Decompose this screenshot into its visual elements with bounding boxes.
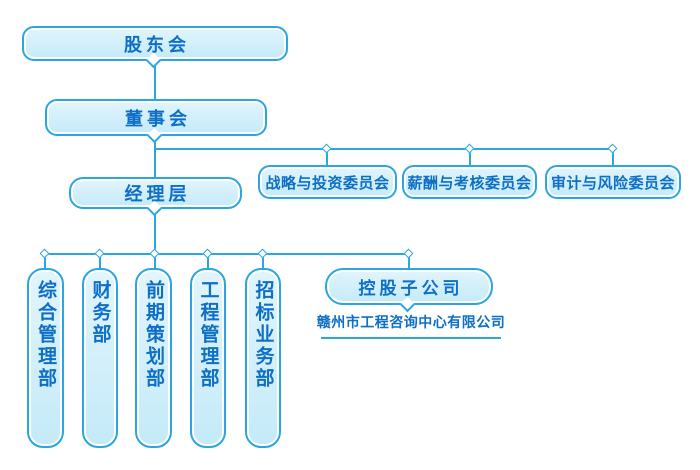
junction-dot [464, 143, 475, 154]
node-board: 董事会 [45, 99, 267, 144]
node-management: 经理层 [69, 177, 242, 217]
subsidiary-label: 控股子公司 [358, 279, 464, 298]
subsidiary-company-name: 赣州市工程咨询中心有限公司 [316, 314, 506, 330]
node-committee-strategy-investment: 战略与投资委员会 [258, 165, 397, 199]
junction-dot [202, 248, 213, 259]
connector-board-management [154, 136, 156, 177]
junction-dot [149, 248, 160, 259]
node-committee-audit-risk: 审计与风险委员会 [545, 165, 681, 199]
node-dept-finance: 财务部 [82, 268, 118, 448]
tail-notch [399, 296, 416, 313]
junction-dot [94, 248, 105, 259]
subsidiary-underline [321, 337, 501, 339]
connector-department-bus [45, 253, 410, 255]
node-dept-bidding-business: 招标业务部 [245, 268, 281, 448]
connector-root-board [154, 61, 156, 99]
node-board-label: 董事会 [125, 108, 191, 129]
node-dept-general-management: 综合管理部 [27, 268, 64, 448]
node-shareholders: 股东会 [22, 26, 288, 69]
committee-label: 薪酬与考核委员会 [407, 174, 532, 192]
connector-dept-4-drop [207, 253, 209, 268]
connector-committee-1-drop [326, 148, 328, 165]
connector-committee-2-drop [469, 148, 471, 165]
dept-label: 综合管理部 [35, 280, 56, 390]
connector-subsidiary-drop [408, 253, 410, 268]
connector-management-departments [154, 208, 156, 268]
node-holding-subsidiaries: 控股子公司 [325, 268, 493, 313]
committee-label: 审计与风险委员会 [550, 174, 675, 192]
dept-label: 前期策划部 [143, 280, 164, 390]
node-shareholders-label: 股东会 [124, 34, 190, 55]
node-committee-compensation-assessment: 薪酬与考核委员会 [402, 165, 537, 199]
junction-dot [607, 143, 618, 154]
connector-dept-2-drop [99, 253, 101, 268]
junction-dot [39, 248, 50, 259]
dept-label: 招标业务部 [252, 280, 274, 390]
committee-label: 战略与投资委员会 [265, 174, 390, 192]
junction-dot [403, 248, 414, 259]
junction-dot [321, 143, 332, 154]
connector-dept-1-drop [44, 253, 46, 268]
connector-committee-bus [155, 148, 614, 150]
connector-dept-5-drop [262, 253, 264, 268]
dept-label: 财务部 [89, 280, 111, 346]
dept-label: 工程管理部 [197, 280, 219, 390]
junction-dot [257, 248, 268, 259]
connector-committee-3-drop [612, 148, 614, 165]
node-management-label: 经理层 [124, 184, 191, 204]
node-dept-engineering-management: 工程管理部 [190, 268, 226, 448]
node-dept-preliminary-planning: 前期策划部 [135, 268, 172, 448]
